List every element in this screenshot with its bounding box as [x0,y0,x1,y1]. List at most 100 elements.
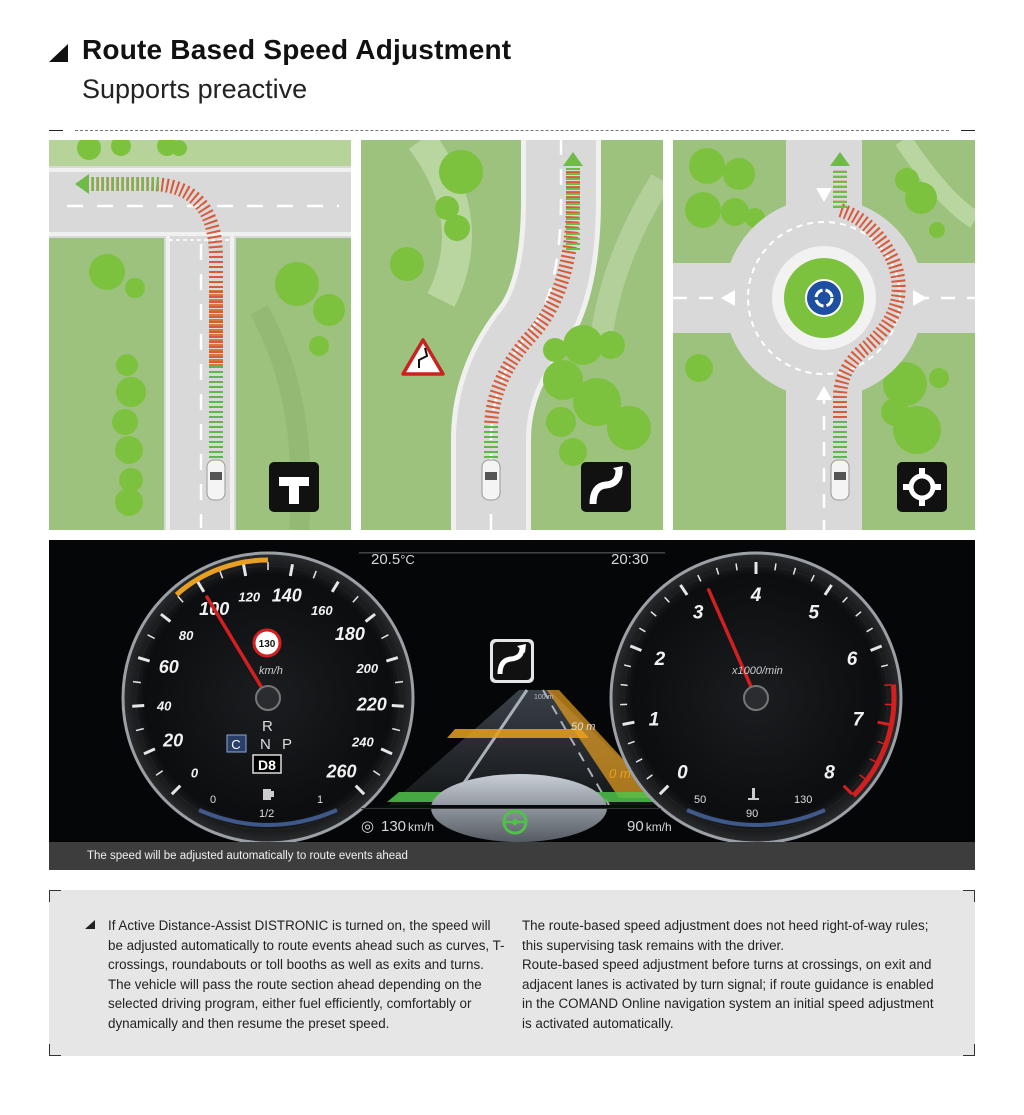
speed-tick [219,570,224,579]
speed-tick-label: 0 [191,766,199,781]
rpm-tick [877,720,890,727]
scenario-panel-t-junction [49,140,351,530]
note-left-paragraph: If Active Distance-Assist DISTRONIC is t… [108,918,505,1031]
speed-tick [394,680,404,684]
separator-line [75,130,949,131]
rpm-tick-label: 2 [654,649,666,670]
page-title: Route Based Speed Adjustment [82,34,512,65]
speed-tick [132,703,145,708]
drive-mode-badge: C [226,734,247,753]
fuel-half-label: 1/2 [259,808,274,820]
fuel-pump-icon [263,789,274,800]
roundabout-sign-icon [805,279,843,317]
rpm-needle-hub [743,685,769,711]
speed-unit-label: km/h [259,665,283,677]
rpm-tick [880,664,889,668]
rpm-tick-label: 3 [693,603,704,624]
rpm-tick [869,644,883,652]
note-right-column: The route-based speed adjustment does no… [522,916,942,1034]
speed-tick [380,747,393,756]
curve-icon [581,462,631,512]
distance-bar-50m [447,729,589,738]
roundabout-map [673,140,975,530]
speed-tick-label: 180 [335,624,365,644]
page-subtitle: Supports preactive [82,74,308,104]
scenario-panel-roundabout [673,140,975,530]
rpm-tick-label: 1 [649,709,660,730]
caption-bar: The speed will be adjusted automatically… [49,842,975,870]
gear-p-label: P [282,736,292,753]
gear-indicator: D8 [252,754,282,774]
speed-tick [147,634,156,640]
speed-tick [312,570,317,579]
note-right-paragraph-2: Route-based speed adjustment before turn… [522,957,934,1031]
rpm-tick [627,740,635,745]
rpm-tick [629,644,643,652]
speed-tick [391,703,404,708]
rpm-tick [866,627,874,633]
rpm-tick-label: 6 [847,649,858,670]
rpm-tick [884,683,892,687]
rpm-tick-label: 7 [853,709,865,730]
speed-tick [288,563,294,577]
coolant-high-label: 130 [794,794,812,806]
rpm-tick [658,784,670,796]
speed-tick-label: 40 [156,698,172,713]
rpm-tick [664,596,670,603]
speed-tick [354,784,366,796]
speed-tick [196,580,206,593]
rpm-tick [646,774,653,780]
rpm-tick [697,574,702,582]
t-junction-icon [269,462,319,512]
set-speed-gauge-icon: ◎ [361,818,374,835]
rpm-needle [706,588,758,700]
speed-tick [352,595,359,603]
rpm-tick-label: 0 [677,763,688,784]
route-event-curve-icon [490,639,534,683]
speed-tick [170,784,182,796]
speed-tick [392,727,401,732]
rpm-tick-label: 8 [824,763,835,784]
rpm-tick [859,774,866,780]
rpm-tick [842,596,848,603]
speed-tick [135,727,144,732]
road-view [389,690,669,805]
speed-tick-label: 240 [351,735,374,750]
coolant-low-label: 50 [694,794,706,806]
speed-tick [330,580,340,593]
speed-tick-label: 160 [311,603,333,618]
speed-tick [385,656,399,663]
speed-limit-sign: 130 [252,628,282,658]
rpm-tick [620,683,628,687]
curve-map [361,140,663,530]
rpm-tick [635,758,643,763]
speed-tick-label: 220 [356,694,387,714]
distance-label-100m: 100 m [534,694,554,701]
bullet-marker-icon [85,920,95,929]
rpm-tick [638,627,646,633]
speed-tick [137,656,151,663]
rpm-tick [735,563,738,571]
speed-tick-label: 60 [159,657,179,677]
roundabout-icon [897,462,947,512]
speed-tick-label: 260 [326,762,357,782]
rpm-tick-label: 4 [750,585,762,606]
needle-hub [255,685,281,711]
separator-tick [961,130,975,131]
speed-tick [380,634,389,640]
speed-needle [205,595,270,700]
notes-box: If Active Distance-Assist DISTRONIC is t… [49,890,975,1056]
steering-assist-icon [502,809,528,835]
rpm-tick [842,784,854,796]
instrument-cluster: 20.5°C 20:30 100 m 50 m 0 m 020406080100… [49,540,975,842]
rpm-tick [774,563,777,571]
svg-text:D8: D8 [258,757,276,773]
speed-tick [364,612,376,623]
rpm-tick [855,611,862,617]
rpm-tick [810,574,815,582]
note-right-paragraph-1: The route-based speed adjustment does no… [522,918,929,953]
temperature-readout: 20.5°C [371,551,415,568]
speed-tick [143,747,156,756]
speed-tick-label: 20 [162,731,183,751]
